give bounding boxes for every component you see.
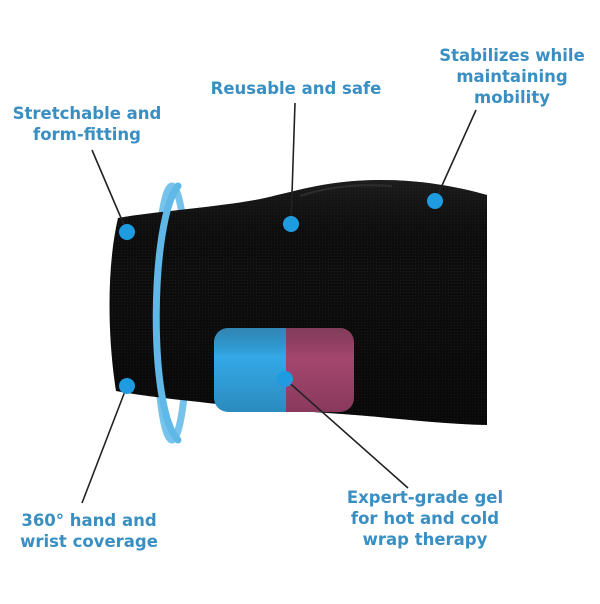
- callout-reusable-line-1: Reusable and safe: [210, 79, 382, 98]
- callout-coverage-line-2: wrist coverage: [20, 532, 158, 551]
- callout-line-stretchable: [91, 149, 128, 233]
- callout-line-gel: [284, 378, 409, 489]
- callout-stretchable-line-1: Stretchable and: [12, 104, 162, 123]
- callout-dot-stretchable: [119, 224, 135, 240]
- callout-stretchable-line-2: form-fitting: [33, 125, 141, 144]
- callout-dots: [119, 193, 443, 394]
- callout-reusable: Reusable and safe: [196, 78, 396, 99]
- callout-stabilizes-line-1: Stabilizes while: [439, 46, 585, 65]
- callout-line-stabilizes: [434, 109, 477, 202]
- callout-gel-line-1: Expert-grade gel: [346, 488, 504, 507]
- callout-dot-reusable: [283, 216, 299, 232]
- callout-stabilizes: Stabilizes while maintaining mobility: [428, 45, 596, 108]
- callout-stabilizes-line-2: maintaining: [456, 67, 568, 86]
- callout-stretchable: Stretchable and form-fitting: [2, 103, 172, 145]
- callout-gel: Expert-grade gel for hot and cold wrap t…: [334, 487, 516, 550]
- callout-coverage-line-1: 360° hand and: [21, 511, 157, 530]
- gel-pack: [214, 328, 354, 412]
- callout-lines: [81, 102, 477, 504]
- callout-line-reusable: [290, 102, 296, 225]
- sleeve-fold: [299, 184, 393, 197]
- callout-line-coverage: [81, 385, 128, 504]
- callout-dot-coverage: [119, 378, 135, 394]
- sleeve-shading: [109, 180, 487, 425]
- callout-stabilizes-line-3: mobility: [474, 88, 550, 107]
- callout-dot-stabilizes: [427, 193, 443, 209]
- compression-ring-front: [152, 182, 182, 444]
- gel-pack-shadow: [214, 328, 354, 412]
- callout-dot-gel: [277, 371, 293, 387]
- callout-coverage: 360° hand and wrist coverage: [4, 510, 174, 552]
- callout-gel-line-2: for hot and cold: [350, 509, 500, 528]
- callout-gel-line-3: wrap therapy: [362, 530, 488, 549]
